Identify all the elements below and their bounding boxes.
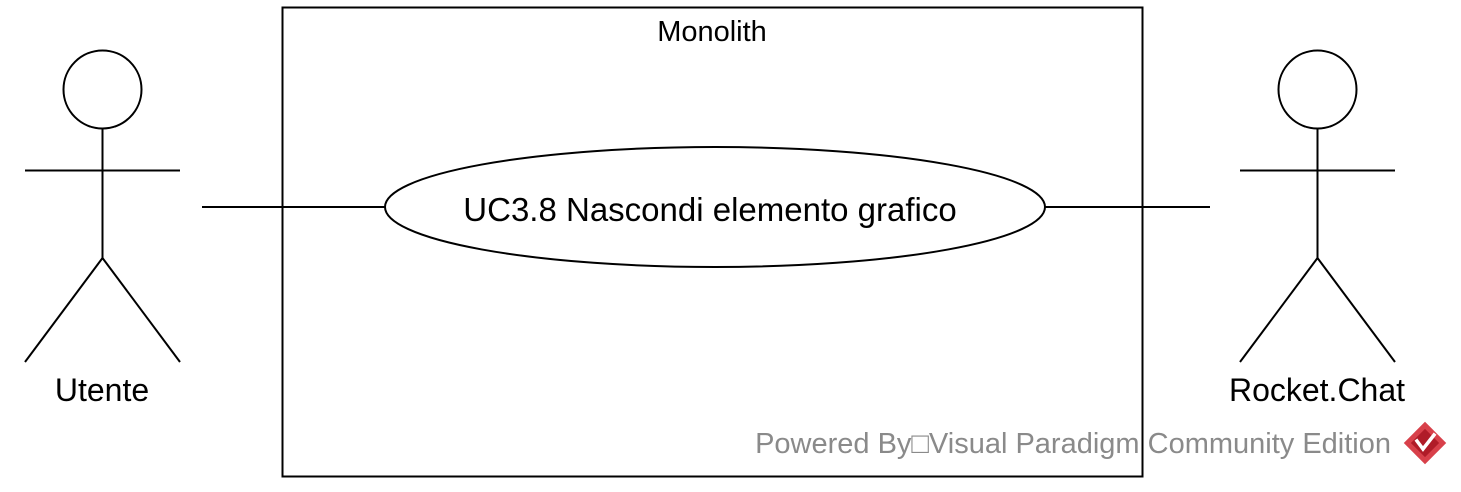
stick-figure-icon bbox=[24, 49, 181, 363]
actor-name: Rocket.Chat bbox=[1229, 372, 1405, 408]
stick-figure-icon bbox=[1239, 49, 1396, 363]
actor-utente[interactable]: Utente bbox=[24, 49, 181, 409]
system-name: Monolith bbox=[657, 16, 767, 48]
actor-name: Utente bbox=[55, 372, 149, 408]
use-case-ellipse bbox=[384, 146, 1046, 268]
use-case-uc38[interactable]: UC3.8 Nascondi elemento grafico bbox=[384, 146, 1046, 268]
actor-rocketchat[interactable]: Rocket.Chat bbox=[1229, 49, 1405, 409]
watermark-text: Powered By□Visual Paradigm Community Edi… bbox=[755, 428, 1391, 460]
use-case-label: UC3.8 Nascondi elemento grafico bbox=[463, 191, 956, 228]
visual-paradigm-logo-icon bbox=[1403, 421, 1447, 465]
